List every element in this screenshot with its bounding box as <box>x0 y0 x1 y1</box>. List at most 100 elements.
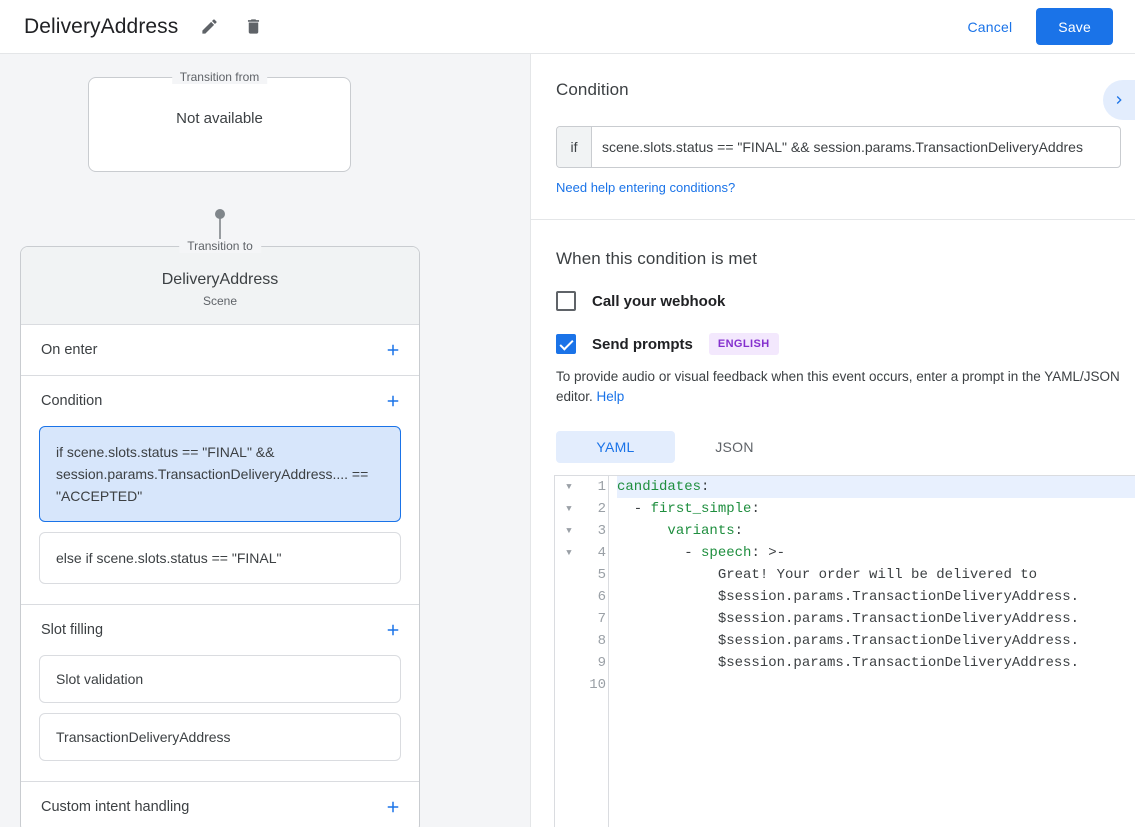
trash-icon[interactable] <box>240 14 266 40</box>
right-panel: Condition if Need help entering conditio… <box>530 54 1135 827</box>
add-slot-filling-icon[interactable] <box>381 618 405 642</box>
section-header-slot-filling[interactable]: Slot filling <box>21 605 419 655</box>
code-line-number: 10 <box>589 677 606 693</box>
add-custom-intent-icon[interactable] <box>381 795 405 819</box>
condition-list: if scene.slots.status == "FINAL" && sess… <box>21 426 419 604</box>
top-bar: DeliveryAddress Cancel Save <box>0 0 1135 54</box>
code-content[interactable]: candidates: - first_simple: variants: - … <box>609 476 1135 827</box>
section-header-condition[interactable]: Condition <box>21 376 419 426</box>
code-line[interactable]: $session.params.TransactionDeliveryAddre… <box>617 608 1135 630</box>
code-token: $session.params.TransactionDeliveryAddre… <box>617 589 1080 605</box>
section-on-enter: On enter <box>21 325 419 376</box>
code-line[interactable]: $session.params.TransactionDeliveryAddre… <box>617 630 1135 652</box>
code-token: speech <box>701 545 752 561</box>
condition-heading: Condition <box>556 80 629 99</box>
scene-header: DeliveryAddress Scene <box>21 247 419 325</box>
condition-help-link[interactable]: Need help entering conditions? <box>556 180 736 195</box>
cancel-button[interactable]: Cancel <box>958 11 1023 43</box>
send-prompts-checkbox[interactable] <box>556 334 576 354</box>
code-line[interactable]: Great! Your order will be delivered to <box>617 564 1135 586</box>
section-slot-filling: Slot filling Slot validation Transaction… <box>21 605 419 782</box>
list-item[interactable]: TransactionDeliveryAddress <box>39 713 401 761</box>
chevron-right-icon[interactable] <box>1103 80 1135 120</box>
pencil-icon-glyph <box>202 19 217 34</box>
code-line[interactable]: $session.params.TransactionDeliveryAddre… <box>617 586 1135 608</box>
transition-to-card: Transition to DeliveryAddress Scene On e… <box>20 239 420 827</box>
code-token: : <box>701 479 710 495</box>
send-prompts-label[interactable]: Send prompts <box>592 335 693 353</box>
code-line[interactable]: - speech: >- <box>617 542 1135 564</box>
code-fold-toggle-icon[interactable]: ▼ <box>566 548 572 558</box>
code-token: - <box>617 501 651 517</box>
add-on-enter-icon[interactable] <box>381 338 405 362</box>
code-line[interactable] <box>617 674 1135 696</box>
condition-panel: Condition if Need help entering conditio… <box>531 54 1135 220</box>
scene-subtitle: Scene <box>202 294 238 308</box>
tab-yaml[interactable]: YAML <box>556 431 675 463</box>
condition-input[interactable] <box>592 127 1120 167</box>
pencil-icon[interactable] <box>196 14 222 40</box>
section-custom-intent-handling: Custom intent handling <box>21 782 419 827</box>
prompt-description-text: To provide audio or visual feedback when… <box>556 369 1120 404</box>
code-fold-spacer <box>555 630 583 652</box>
add-condition-icon[interactable] <box>381 389 405 413</box>
condition-list-item-selected[interactable]: if scene.slots.status == "FINAL" && sess… <box>39 426 401 522</box>
code-line-number: 7 <box>597 611 606 627</box>
condition-input-row: if <box>556 126 1121 168</box>
code-line[interactable]: variants: <box>617 520 1135 542</box>
code-fold-gutter: ▼ ▼ ▼ ▼ <box>555 476 583 827</box>
status-badge: ENGLISH <box>708 333 779 355</box>
code-token: candidates <box>617 479 702 495</box>
trash-icon-glyph <box>247 19 259 34</box>
condition-if-prefix: if <box>557 127 592 167</box>
code-line-number: 9 <box>597 655 606 671</box>
code-token <box>617 523 667 539</box>
save-button[interactable]: Save <box>1036 8 1113 45</box>
code-line-number: 1 <box>597 479 606 495</box>
code-fold-spacer <box>555 674 583 696</box>
code-line[interactable]: candidates: <box>617 476 1135 498</box>
code-token: : <box>734 523 744 539</box>
transition-to-legend: Transition to <box>179 239 261 253</box>
prompt-description: To provide audio or visual feedback when… <box>556 367 1121 407</box>
section-title-custom-intent-handling: Custom intent handling <box>41 799 190 815</box>
code-line[interactable]: - first_simple: <box>617 498 1135 520</box>
code-line-number: 8 <box>597 633 606 649</box>
prompt-help-link[interactable]: Help <box>596 389 625 404</box>
code-token: variants <box>667 523 735 539</box>
code-token: $session.params.TransactionDeliveryAddre… <box>617 633 1080 649</box>
section-header-custom-intent-handling[interactable]: Custom intent handling <box>21 782 419 827</box>
section-condition: Condition if scene.slots.status == "FINA… <box>21 376 419 605</box>
call-webhook-label[interactable]: Call your webhook <box>592 292 726 310</box>
code-token: : >- <box>751 545 786 561</box>
send-prompts-row: Send prompts ENGLISH <box>556 333 1110 355</box>
code-token: $session.params.TransactionDeliveryAddre… <box>617 655 1080 671</box>
code-token: first_simple <box>650 501 752 517</box>
code-fold-toggle-icon[interactable]: ▼ <box>566 482 572 492</box>
tab-json[interactable]: JSON <box>715 439 754 455</box>
code-line-number: 4 <box>597 545 606 561</box>
code-token: Great! Your order will be delivered to <box>617 567 1038 583</box>
code-fold-toggle-icon[interactable]: ▼ <box>566 504 572 514</box>
when-condition-met-panel: When this condition is met Call your web… <box>531 223 1135 407</box>
code-line-number: 3 <box>597 523 606 539</box>
condition-list-item[interactable]: else if scene.slots.status == "FINAL" <box>39 532 401 584</box>
code-token: : <box>751 501 760 517</box>
code-fold-spacer <box>555 564 583 586</box>
code-fold-spacer <box>555 608 583 630</box>
code-line-number: 2 <box>597 501 606 517</box>
list-item[interactable]: Slot validation <box>39 655 401 703</box>
code-token: $session.params.TransactionDeliveryAddre… <box>617 611 1080 627</box>
call-webhook-checkbox[interactable] <box>556 291 576 311</box>
webhook-row: Call your webhook <box>556 291 1110 311</box>
transition-from-value: Not available <box>176 110 263 127</box>
section-header-on-enter[interactable]: On enter <box>21 325 419 375</box>
chevron-right-icon-glyph <box>1116 96 1122 104</box>
code-fold-toggle-icon[interactable]: ▼ <box>566 526 572 536</box>
when-condition-met-heading: When this condition is met <box>556 249 758 268</box>
page-title: DeliveryAddress <box>24 14 179 38</box>
code-line[interactable]: $session.params.TransactionDeliveryAddre… <box>617 652 1135 674</box>
transition-from-node: Transition from Not available <box>88 70 351 172</box>
slot-filling-list: Slot validation TransactionDeliveryAddre… <box>21 655 419 781</box>
